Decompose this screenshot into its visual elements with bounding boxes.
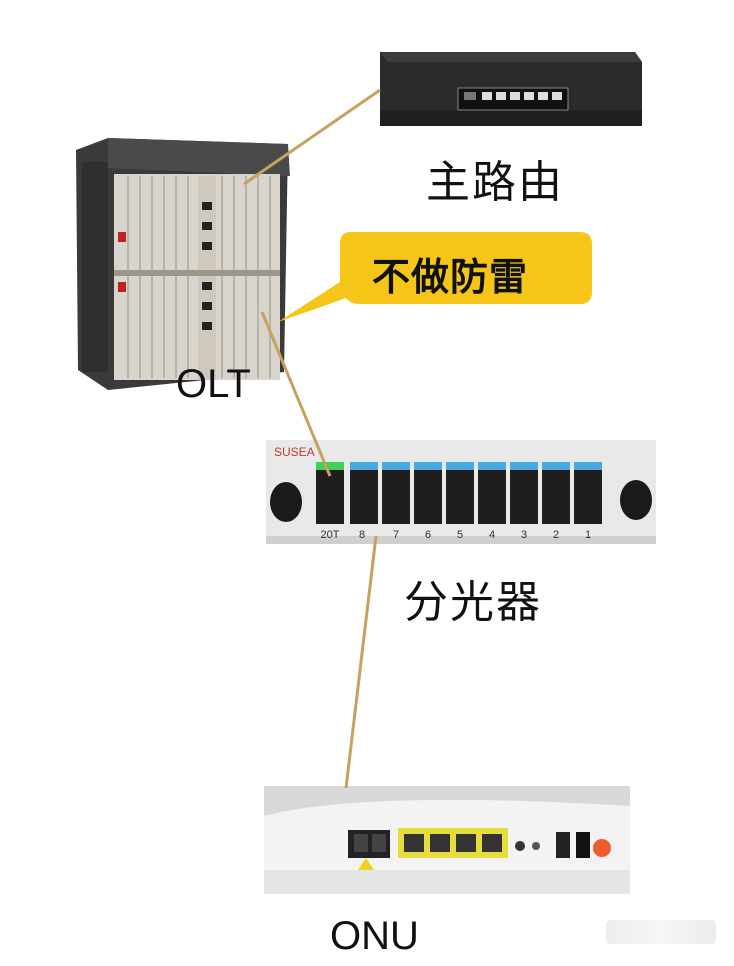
splitter-port-number: 2 (553, 529, 559, 541)
callout-text: 不做防雷 (372, 255, 529, 299)
splitter-onu-cable (344, 535, 378, 789)
router-olt-cable (243, 88, 381, 186)
splitter-port-number: 20T (321, 529, 340, 541)
splitter-port-number: 5 (457, 529, 463, 541)
splitter-brand: SUSEA (274, 445, 315, 459)
splitter-port-number: 7 (393, 529, 399, 541)
splitter-device: SUSEA 20T 8 7 6 5 4 3 2 1 (266, 440, 656, 544)
callout-bubble (278, 232, 592, 322)
onu-device (264, 786, 630, 894)
watermark-blur (606, 920, 716, 944)
splitter-port-number: 1 (585, 529, 591, 541)
splitter-port-number: 8 (359, 529, 365, 541)
splitter-port-number: 3 (521, 529, 527, 541)
olt-label: OLT (176, 362, 251, 406)
router-device (380, 52, 642, 126)
router-label: 主路由 (426, 157, 564, 208)
splitter-port-number: 4 (489, 529, 495, 541)
splitter-port-number: 6 (425, 529, 431, 541)
olt-device (76, 138, 290, 390)
olt-splitter-cable (260, 311, 332, 477)
onu-label: ONU (330, 914, 419, 958)
splitter-label: 分光器 (404, 577, 542, 628)
